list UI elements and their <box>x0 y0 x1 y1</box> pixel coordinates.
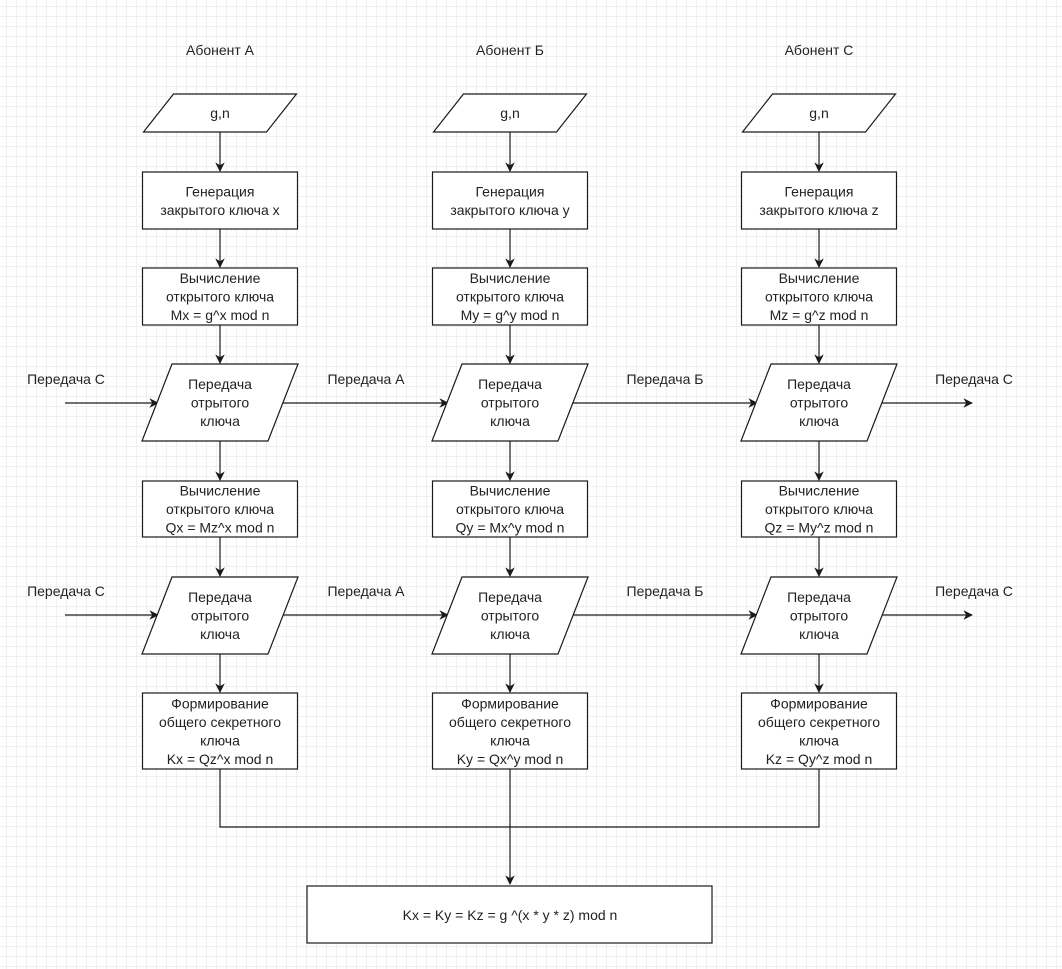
transfer-label-row2-2: Передача Б <box>627 583 704 599</box>
input-b-text: g,n <box>500 105 519 121</box>
transfer-label-row1-1: Передача А <box>327 371 405 387</box>
column-header-c: Абонент С <box>785 42 854 58</box>
final-result: Kx = Ky = Kz = g ^(x * y * z) mod n <box>306 885 713 944</box>
column-header-a: Абонент А <box>186 42 255 58</box>
send-intermediate-key-a-shape <box>141 576 299 655</box>
input-c-text: g,n <box>809 105 828 121</box>
compute-public-key-c-shape <box>740 267 898 326</box>
labels-layer: Абонент А Абонент Б Абонент С Передача С Пер… <box>27 42 1013 599</box>
compute-public-key-a-shape <box>141 267 299 326</box>
input-c: g,n <box>741 93 897 133</box>
input-c-shape <box>741 93 897 133</box>
final-result-shape <box>306 885 713 944</box>
edge-merge-bus <box>219 769 820 828</box>
compute-intermediate-key-b-shape <box>431 480 589 538</box>
send-public-key-b-shape <box>431 363 589 442</box>
input-a-text: g,n <box>210 105 229 121</box>
transfer-label-row1-0: Передача С <box>27 371 105 387</box>
final-result-text: Kx = Ky = Kz = g ^(x * y * z) mod n <box>403 907 618 923</box>
column-header-b: Абонент Б <box>476 42 544 58</box>
generate-private-key-b-shape <box>431 171 589 230</box>
transfer-label-row2-3: Передача С <box>935 583 1013 599</box>
compute-public-key-b-shape <box>431 267 589 326</box>
input-a: g,n <box>142 93 298 133</box>
send-intermediate-key-b-shape <box>431 576 589 655</box>
send-intermediate-key-c-shape <box>740 576 898 655</box>
input-b: g,n <box>432 93 588 133</box>
transfer-label-row1-2: Передача Б <box>627 371 704 387</box>
transfer-label-row2-0: Передача С <box>27 583 105 599</box>
compute-intermediate-key-a-shape <box>141 480 299 538</box>
transfer-label-row2-1: Передача А <box>327 583 405 599</box>
form-shared-secret-c-shape <box>740 692 898 770</box>
compute-intermediate-key-c-shape <box>740 480 898 538</box>
form-shared-secret-a-shape <box>141 692 299 770</box>
generate-private-key-c-shape <box>740 171 898 230</box>
generate-private-key-a-shape <box>141 171 299 230</box>
edges-layer <box>65 132 973 885</box>
input-a-shape <box>142 93 298 133</box>
input-b-shape <box>432 93 588 133</box>
send-public-key-c-shape <box>740 363 898 442</box>
transfer-label-row1-3: Передача С <box>935 371 1013 387</box>
send-public-key-a-shape <box>141 363 299 442</box>
form-shared-secret-b-shape <box>431 692 589 770</box>
